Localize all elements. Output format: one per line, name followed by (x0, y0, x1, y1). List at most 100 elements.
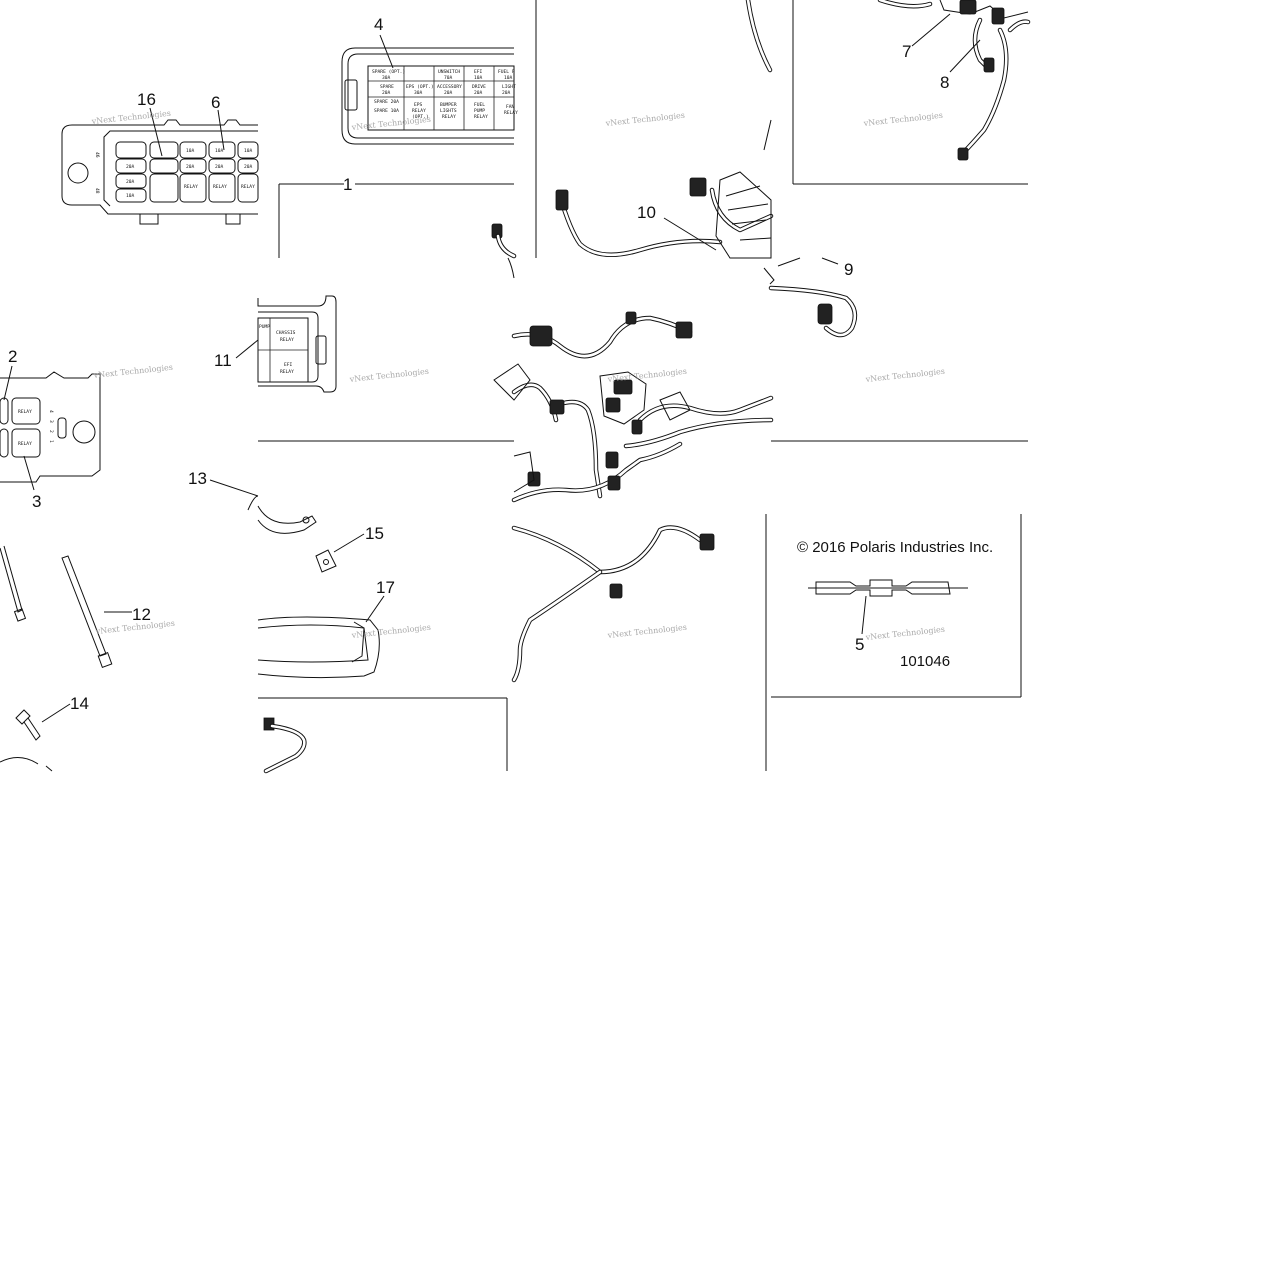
fuse-4-label: 20A (474, 90, 483, 96)
callout-3: 3 (32, 492, 41, 511)
fuse-6-label: 10A (186, 148, 195, 154)
fuse-6-label: 10A (244, 148, 253, 154)
fuse-4-label: UNSWITCH (438, 69, 460, 75)
relay-11-label: RELAY (280, 337, 294, 343)
fuse-4-label: SPARE 20A (374, 99, 399, 105)
watermark: vNext Technologies (90, 109, 171, 126)
bolt-14 (0, 703, 71, 772)
watermark: vNext Technologies (604, 111, 685, 128)
callout-14: 14 (70, 694, 89, 713)
harness-section-10 (555, 0, 774, 259)
tile-frames (258, 0, 1028, 771)
main-harness (493, 311, 774, 683)
fuse-4-label: EPS (OPT.) (406, 84, 434, 90)
cover-17 (257, 595, 385, 679)
cable-tie-12 (0, 545, 132, 668)
fuse-6-side-text: 46 (94, 152, 100, 158)
fuse-4-label: 20A (444, 90, 453, 96)
fuse-4-label: DRIVE (472, 84, 486, 90)
fuse-box-6: 46 48 10A 10A 10A 20A 20A 20A 20A 20A (61, 107, 259, 225)
watermark: vNext Technologies (864, 367, 945, 384)
fuse-4-label: EFI (474, 69, 483, 75)
fuse-4-label: 30A (382, 75, 391, 81)
connector-bottom-center (263, 717, 307, 774)
fuse-4-label: 20A (502, 90, 511, 96)
fuse-4-label: LIGHTS (440, 108, 457, 114)
relay-2-pin: 4 (48, 410, 54, 413)
fuse-6-label: 20A (126, 164, 135, 170)
fuse-4-label: SPARE 10A (374, 108, 399, 114)
fuse-4-label: LIGHT (502, 84, 516, 90)
watermark: vNext Technologies (862, 111, 943, 128)
clip-15 (315, 533, 365, 573)
relay-2-pin: 1 (48, 440, 54, 443)
relay-11-label: EFI (284, 362, 293, 368)
harness-section-1 (491, 223, 517, 279)
relay-box-2: RELAY RELAY 4 3 2 1 (0, 365, 101, 491)
harness-section-9 (763, 257, 858, 338)
fuse-6-label: 20A (126, 179, 135, 185)
fuse-4-label: RELAY (442, 114, 456, 120)
fuse-4-label: PUMP (474, 108, 485, 114)
relay-box-11: CHASSIS RELAY EFI RELAY PUMP (235, 295, 337, 393)
fuse-4-label: (OPT.) (412, 114, 429, 120)
copyright-notice: © 2016 Polaris Industries Inc. (797, 539, 993, 556)
fuse-6-label: 20A (215, 164, 224, 170)
fuse-4-label: RELAY (474, 114, 488, 120)
fuse-6-label: RELAY (241, 184, 255, 190)
fuse-4-label: RELAY (412, 108, 426, 114)
fuse-6-label: 20A (186, 164, 195, 170)
callout-17: 17 (376, 578, 395, 597)
fuse-6-label: RELAY (213, 184, 227, 190)
callout-8: 8 (940, 73, 949, 92)
callout-15: 15 (365, 524, 384, 543)
relay-11-label: PUMP (259, 324, 270, 330)
watermark: vNext Technologies (92, 363, 173, 380)
callout-16: 16 (137, 90, 156, 109)
fuse-4-label: RELAY (504, 110, 518, 116)
fuse-6-label: 20A (244, 164, 253, 170)
watermark: vNext Technologies (606, 367, 687, 384)
fuse-box-4: SPARE (OPT.) 30A UNSWITCH 70A EFI 10A FU… (341, 34, 518, 145)
fuse-6-label: RELAY (184, 184, 198, 190)
callout-12: 12 (132, 605, 151, 624)
relay-11-label: CHASSIS (276, 330, 296, 336)
fuse-4-label: FUEL P (498, 69, 515, 75)
fuse-6-side-text: 48 (94, 188, 100, 194)
fuse-4-label: FAN (506, 104, 515, 110)
watermark: vNext Technologies (606, 623, 687, 640)
callout-9: 9 (844, 260, 853, 279)
callout-13: 13 (188, 469, 207, 488)
callout-2: 2 (8, 347, 17, 366)
fuse-4-label: 10A (474, 75, 483, 81)
fuse-4-label: SPARE (380, 84, 394, 90)
fuse-4-label: EPS (414, 102, 423, 108)
fuse-4-label: 70A (444, 75, 453, 81)
fuse-4-label: ACCESSORY (437, 84, 462, 90)
fuse-4-label: 10A (504, 75, 513, 81)
relay-2-label: RELAY (18, 409, 32, 415)
harness-section-7-8 (877, 0, 1031, 161)
callout-5: 5 (855, 635, 864, 654)
callout-11: 11 (214, 351, 232, 370)
fuse-holder-5 (808, 579, 968, 635)
fuse-4-label: SPARE (OPT.) (372, 69, 405, 75)
callout-7: 7 (902, 42, 911, 61)
fuse-4-label: 30A (414, 90, 423, 96)
callout-10: 10 (637, 203, 656, 222)
callout-6: 6 (211, 93, 220, 112)
relay-2-label: RELAY (18, 441, 32, 447)
fuse-6-cells (115, 141, 259, 203)
figure-number: 101046 (900, 653, 950, 670)
fuse-4-label: FUEL (474, 102, 485, 108)
watermark: vNext Technologies (348, 367, 429, 384)
watermark: vNext Technologies (350, 623, 431, 640)
fuse-6-label: 10A (126, 193, 135, 199)
callout-labels: 1 2 3 4 5 6 7 8 9 10 11 12 13 14 15 16 1… (8, 15, 949, 713)
clamp-13 (209, 479, 317, 534)
fuse-6-label: 10A (215, 148, 224, 154)
fuse-4-label: BUMPER (440, 102, 457, 108)
callout-1: 1 (343, 175, 352, 194)
relay-11-label: RELAY (280, 369, 294, 375)
